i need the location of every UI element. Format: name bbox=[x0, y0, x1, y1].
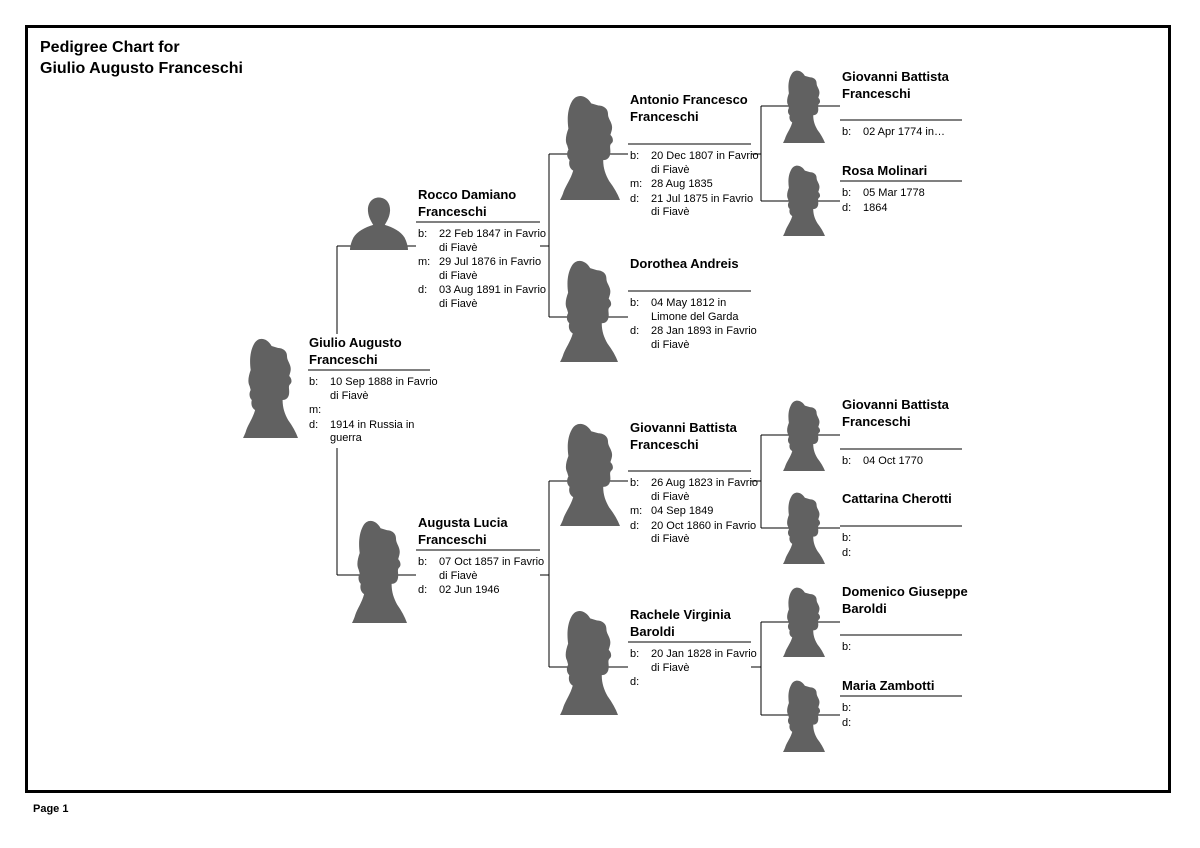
event-label: b: bbox=[842, 702, 852, 714]
person-name: Dorothea Andreis bbox=[630, 256, 739, 271]
event-value: 29 Jul 1876 in Favrio di Fiavè bbox=[439, 256, 542, 282]
event-value: 20 Oct 1860 in Favrio di Fiavè bbox=[651, 519, 757, 546]
person-silhouette-icon bbox=[783, 680, 825, 752]
event-label: d: bbox=[842, 546, 852, 559]
event-value: 03 Aug 1891 in Favrio di Fiavè bbox=[439, 284, 547, 310]
event-label: d: bbox=[309, 418, 319, 431]
person-silhouette-icon bbox=[560, 260, 618, 362]
event-label: d: bbox=[418, 584, 428, 596]
event-label: m: bbox=[418, 256, 431, 268]
person-silhouette-icon bbox=[350, 197, 408, 250]
event-value: 02 Jun 1946 bbox=[439, 584, 500, 596]
event-label: d: bbox=[418, 284, 428, 296]
event-value: 20 Jan 1828 in Favrio di Fiavè bbox=[651, 648, 757, 674]
event-label: b: bbox=[630, 477, 640, 489]
person-name: Antonio Francesco Franceschi bbox=[630, 92, 748, 124]
event-label: b: bbox=[842, 187, 852, 199]
page-number: Page 1 bbox=[33, 803, 69, 815]
event-value: 21 Jul 1875 in Favrio di Fiavè bbox=[651, 192, 754, 219]
event-value: 10 Sep 1888 in Favrio di Fiavè bbox=[330, 376, 438, 402]
person-name: Domenico Giuseppe Baroldi bbox=[842, 584, 968, 616]
person-silhouette-icon bbox=[243, 338, 298, 438]
event-value: 26 Aug 1823 in Favrio di Fiavè bbox=[651, 477, 759, 503]
event-label: d: bbox=[630, 676, 640, 688]
person-name: Maria Zambotti bbox=[842, 678, 935, 693]
person-silhouette-icon bbox=[783, 70, 825, 143]
event-value: 20 Dec 1807 in Favrio di Fiavè bbox=[651, 150, 759, 176]
person-name: Giovanni Battista Franceschi bbox=[842, 69, 949, 101]
event-value: 02 Apr 1774 in… bbox=[863, 126, 945, 138]
person-name: Giovanni Battista Franceschi bbox=[842, 397, 949, 429]
event-value: 22 Feb 1847 in Favrio di Fiavè bbox=[439, 228, 547, 254]
person-name: Giovanni Battista Franceschi bbox=[630, 420, 737, 452]
event-label: b: bbox=[418, 228, 428, 240]
event-label: d: bbox=[630, 519, 640, 532]
event-value: 04 Sep 1849 bbox=[651, 505, 714, 517]
person-name: Augusta Lucia Franceschi bbox=[418, 515, 508, 547]
chart-title-line2: Giulio Augusto Franceschi bbox=[40, 60, 243, 77]
chart-title-line1: Pedigree Chart for bbox=[40, 39, 180, 56]
event-value: 28 Jan 1893 in Favrio di Fiavè bbox=[651, 325, 757, 351]
person-name: Rosa Molinari bbox=[842, 163, 928, 178]
event-value: 07 Oct 1857 in Favrio di Fiavè bbox=[439, 556, 545, 582]
event-label: m: bbox=[630, 505, 643, 517]
person-name: Rachele Virginia Baroldi bbox=[630, 607, 731, 639]
event-value: 04 Oct 1770 bbox=[863, 455, 923, 467]
event-label: b: bbox=[309, 376, 319, 388]
event-label: d: bbox=[842, 201, 852, 214]
event-label: m: bbox=[630, 178, 643, 190]
event-label: b: bbox=[842, 641, 852, 653]
person-silhouette-icon bbox=[783, 165, 825, 236]
person-silhouette-icon bbox=[352, 520, 407, 623]
event-label: b: bbox=[630, 150, 640, 162]
event-value: 28 Aug 1835 bbox=[651, 178, 713, 190]
event-label: b: bbox=[630, 297, 640, 309]
person-name: Giulio Augusto Franceschi bbox=[309, 335, 402, 367]
event-label: d: bbox=[630, 325, 640, 337]
person-silhouette-icon bbox=[560, 423, 620, 526]
person-silhouette-icon bbox=[560, 95, 620, 200]
event-label: b: bbox=[842, 532, 852, 544]
event-label: d: bbox=[630, 192, 640, 205]
event-label: d: bbox=[842, 716, 852, 729]
event-label: m: bbox=[309, 404, 322, 416]
event-label: b: bbox=[842, 455, 852, 467]
event-value: 04 May 1812 in Limone del Garda bbox=[651, 297, 739, 323]
person-silhouette-icon bbox=[783, 400, 825, 471]
event-label: b: bbox=[418, 556, 428, 568]
event-value: 1864 bbox=[863, 201, 888, 214]
person-name: Cattarina Cherotti bbox=[842, 491, 952, 506]
chart-frame bbox=[25, 25, 1171, 793]
person-silhouette-icon bbox=[783, 492, 825, 564]
person-silhouette-icon bbox=[783, 587, 825, 657]
event-value: 1914 in Russia in guerra bbox=[330, 418, 415, 445]
event-label: b: bbox=[630, 648, 640, 660]
person-name: Rocco Damiano Franceschi bbox=[418, 187, 517, 219]
event-label: b: bbox=[842, 126, 852, 138]
event-value: 05 Mar 1778 bbox=[863, 187, 925, 199]
person-silhouette-icon bbox=[560, 610, 618, 715]
